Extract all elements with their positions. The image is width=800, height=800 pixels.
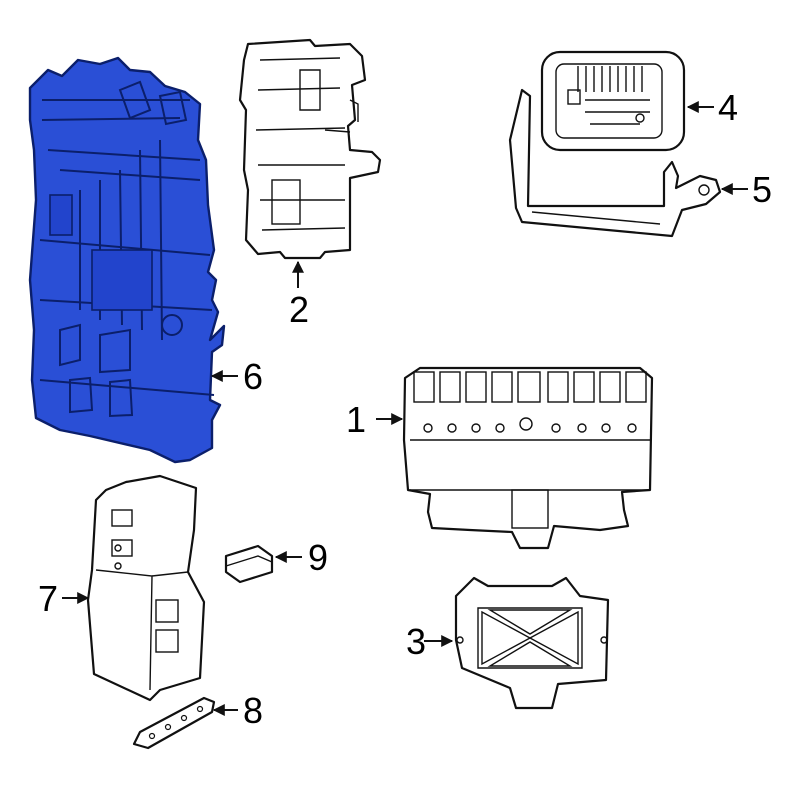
part-6-fuse-box-housing[interactable] bbox=[28, 56, 226, 464]
callout-1: 1 bbox=[346, 399, 366, 440]
part-7-lower-fuse-box[interactable] bbox=[86, 474, 206, 702]
part-5-bracket[interactable] bbox=[508, 88, 722, 238]
part-1-fuse-block[interactable] bbox=[402, 366, 654, 550]
part-4-control-module[interactable] bbox=[540, 50, 686, 152]
callout-7: 7 bbox=[38, 578, 58, 619]
callout-5: 5 bbox=[752, 169, 772, 210]
callout-6: 6 bbox=[243, 356, 263, 397]
callout-3: 3 bbox=[406, 621, 426, 662]
callout-8: 8 bbox=[243, 690, 263, 731]
leader-lines bbox=[62, 101, 748, 716]
part-3-cover[interactable] bbox=[454, 576, 610, 710]
callout-2: 2 bbox=[289, 289, 309, 330]
part-9-clip[interactable] bbox=[224, 544, 274, 584]
part-8-strip[interactable] bbox=[132, 696, 216, 750]
callout-4: 4 bbox=[718, 87, 738, 128]
callout-9: 9 bbox=[308, 537, 328, 578]
part-2-fuse-module[interactable] bbox=[238, 38, 382, 260]
